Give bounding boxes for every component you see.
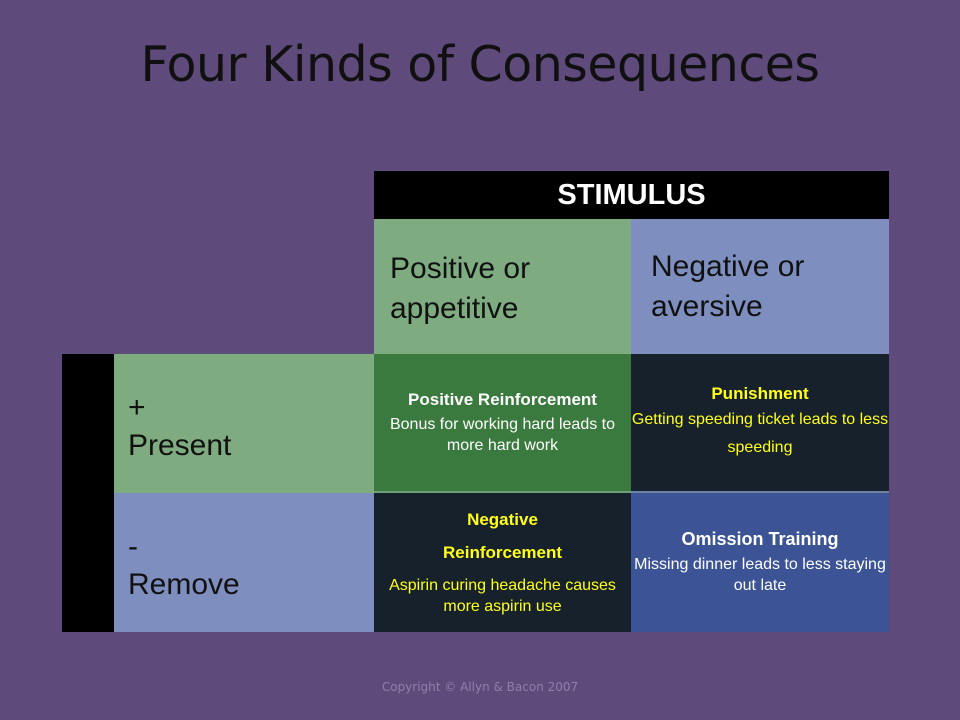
column-header-negative: Negative or aversive <box>631 219 889 354</box>
cell-body: Aspirin curing headache causes more aspi… <box>389 576 616 615</box>
copyright-footer: Copyright © Allyn & Bacon 2007 <box>381 680 579 694</box>
cell-title: Punishment <box>711 384 809 403</box>
row-label-present: Present <box>128 429 232 462</box>
stimulus-header: STIMULUS <box>374 171 889 219</box>
cell-body: Missing dinner leads to less staying out… <box>634 556 886 594</box>
cell-title: Omission Training <box>681 529 839 549</box>
cell-body: Bonus for working hard leads to more har… <box>389 416 615 454</box>
cell-title-line2: Reinforcement <box>442 542 563 562</box>
row-symbol-remove: - <box>128 530 138 563</box>
column-header-positive: Positive or appetitive <box>374 219 631 354</box>
row-header-remove: - Remove <box>114 493 374 632</box>
cell-title-line1: Negative <box>467 509 538 529</box>
cell-punishment: Punishment Getting speeding ticket leads… <box>631 354 889 493</box>
cell-omission-training: Omission Training Missing dinner leads t… <box>631 493 889 632</box>
cell-positive-reinforcement: Positive Reinforcement Bonus for working… <box>374 354 631 493</box>
slide-title: Four Kinds of Consequences <box>140 36 820 93</box>
column-label-negative: Negative or aversive <box>651 250 805 323</box>
row-label-remove: Remove <box>128 568 240 601</box>
cell-title: Positive Reinforcement <box>408 390 597 409</box>
cell-negative-reinforcement: Negative Reinforcement Aspirin curing he… <box>374 493 631 632</box>
row-header-present: + Present <box>114 354 374 493</box>
column-label-positive: Positive or appetitive <box>390 252 531 325</box>
row-side-bar <box>62 354 114 632</box>
row-symbol-present: + <box>128 391 146 424</box>
cell-body: Getting speeding ticket leads to less sp… <box>631 411 889 456</box>
